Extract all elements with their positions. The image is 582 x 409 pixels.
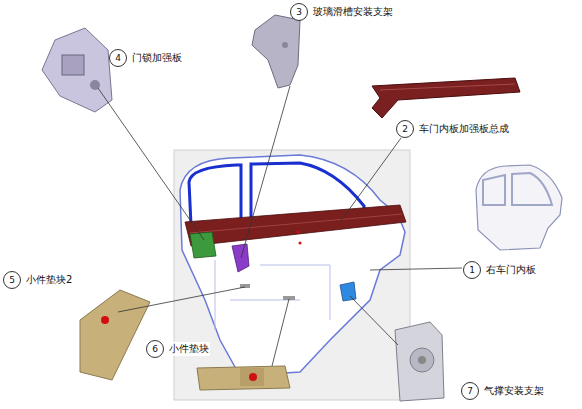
callout-number: 4 — [109, 49, 127, 67]
part-detail — [380, 84, 515, 90]
callout: 5 小件垫块2 — [3, 271, 73, 289]
door-inner-panel — [180, 155, 405, 376]
part-strut-bracket — [395, 322, 444, 401]
part-pad — [80, 290, 150, 380]
dot — [299, 242, 302, 245]
leader-line — [370, 268, 462, 270]
callout-number: 7 — [461, 382, 479, 400]
leader-line — [118, 287, 245, 312]
callout: 4 门锁加强板 — [109, 49, 183, 67]
slide-bracket — [232, 244, 249, 272]
part-name: 车门内板加强板总成 — [418, 122, 510, 136]
part-detail — [483, 173, 552, 205]
part-name: 气撑安装支架 — [483, 384, 545, 398]
leader-line — [350, 296, 398, 345]
part-detail — [101, 316, 109, 324]
part-pad — [197, 366, 290, 390]
part-detail — [62, 55, 84, 75]
callout: 3 玻璃滑槽安装支架 — [290, 3, 394, 21]
callout: 6 小件垫块 — [146, 340, 210, 358]
part-detail — [249, 373, 257, 381]
part-lock-plate — [42, 28, 112, 112]
part-name: 右车门内板 — [485, 263, 537, 277]
reinforcement-bar — [185, 205, 406, 246]
strut-bracket — [340, 282, 356, 301]
part-reinforcement — [372, 78, 520, 118]
bar-detail — [190, 214, 402, 233]
part-detail — [240, 368, 264, 386]
part-detail — [410, 348, 434, 372]
callout: 1 右车门内板 — [463, 261, 537, 279]
callout-number: 3 — [290, 3, 308, 21]
callout-number: 5 — [3, 271, 21, 289]
part-name: 小件垫块 — [168, 342, 210, 356]
part-name: 玻璃滑槽安装支架 — [312, 5, 394, 19]
callout-number: 1 — [463, 261, 481, 279]
part-name: 小件垫块2 — [25, 273, 73, 287]
callout-number: 6 — [146, 340, 164, 358]
view-panel — [174, 150, 410, 400]
part-door-panel — [476, 165, 562, 250]
leader-line — [340, 138, 401, 222]
part-detail — [418, 356, 426, 364]
leader-line — [241, 86, 290, 258]
lock-plate — [190, 232, 216, 258]
panel-detail — [215, 260, 330, 330]
window-frame — [189, 165, 241, 225]
callout: 2 车门内板加强板总成 — [396, 120, 510, 138]
callout-number: 2 — [396, 120, 414, 138]
leader-lines — [98, 86, 462, 366]
part-name: 门锁加强板 — [131, 51, 183, 65]
dot — [297, 231, 300, 234]
callout: 7 气撑安装支架 — [461, 382, 545, 400]
leader-line — [272, 299, 289, 366]
leader-line — [98, 88, 204, 240]
part-detail — [282, 42, 288, 48]
part-slide-bracket — [252, 15, 300, 88]
